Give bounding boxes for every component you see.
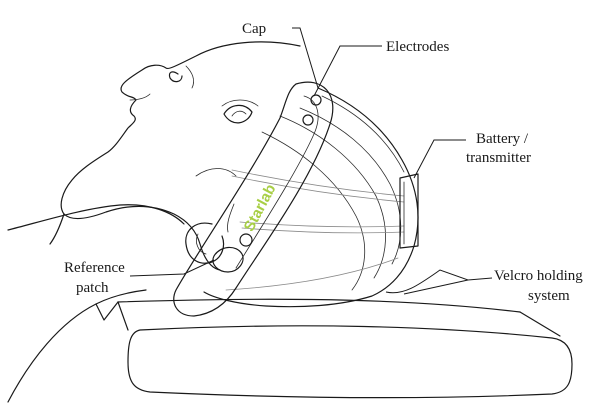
label-battery-line1: Battery / (476, 131, 529, 147)
label-electrodes: Electrodes (386, 39, 449, 55)
electrode (239, 233, 253, 247)
label-reference-line1: Reference (64, 260, 125, 276)
label-velcro-line2: system (528, 288, 570, 304)
electrode (302, 114, 314, 126)
cap-shell (203, 87, 419, 308)
pillow (117, 298, 573, 399)
electrode (310, 94, 322, 106)
shoulder (7, 204, 185, 403)
head-profile (49, 41, 301, 271)
label-battery-line2: transmitter (466, 150, 531, 166)
label-cap: Cap (242, 21, 266, 37)
leader-lines (129, 27, 493, 295)
battery-transmitter (399, 173, 419, 249)
label-reference-line2: patch (76, 280, 109, 296)
cap-band (173, 81, 334, 317)
label-velcro-line1: Velcro holding (494, 268, 583, 284)
